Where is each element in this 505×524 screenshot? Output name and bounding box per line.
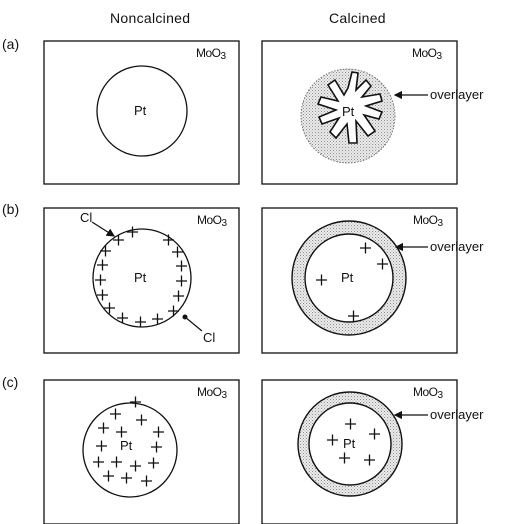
column-header-calcined: Calcined xyxy=(329,10,386,26)
row-label-a: (a) xyxy=(2,36,19,52)
chlorine-arrow-top xyxy=(92,222,114,236)
chlorine-label: Cl xyxy=(203,330,215,345)
pt-label: Pt xyxy=(120,438,132,453)
pt-label: Pt xyxy=(134,103,146,118)
pt-label: Pt xyxy=(134,270,146,285)
chlorine-arrow-bottom xyxy=(185,317,202,331)
pt-label: Pt xyxy=(341,104,355,119)
support-label: MoO3 xyxy=(197,385,227,401)
panel-b-calcined xyxy=(262,208,457,353)
row-label-b: (b) xyxy=(2,201,19,217)
support-label: MoO3 xyxy=(197,213,227,229)
support-label: MoO3 xyxy=(412,46,442,62)
column-header-noncalcined: Noncalcined xyxy=(110,10,190,26)
panel-a-calcined xyxy=(262,41,457,184)
support-label: MoO3 xyxy=(196,46,226,62)
panel-c-calcined xyxy=(262,380,457,524)
pt-label: Pt xyxy=(341,270,353,285)
overlayer-label: overlayer xyxy=(430,407,483,422)
pt-label: Pt xyxy=(343,436,355,451)
support-label: MoO3 xyxy=(413,385,443,401)
overlayer-label: overlayer xyxy=(430,239,483,254)
panel-c-noncalcined xyxy=(44,380,239,524)
support-label: MoO3 xyxy=(413,213,443,229)
chlorine-label: Cl xyxy=(80,210,92,225)
overlayer-label: overlayer xyxy=(430,87,483,102)
row-label-c: (c) xyxy=(2,374,18,390)
